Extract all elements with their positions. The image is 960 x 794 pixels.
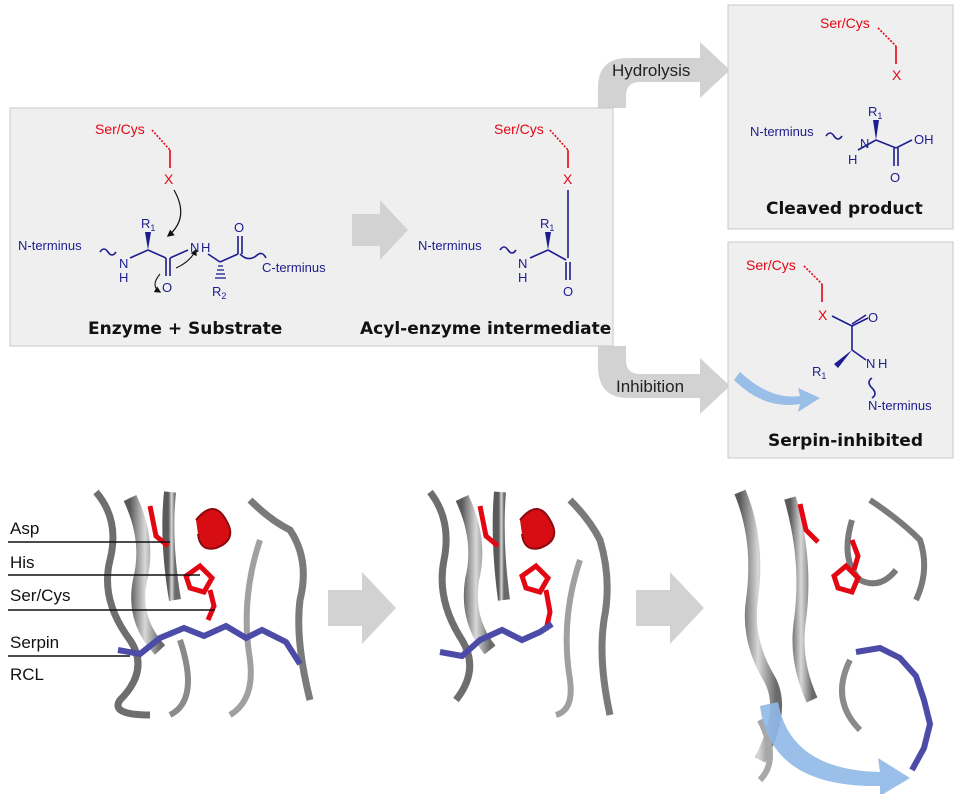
label-rcl: RCL [10,665,44,684]
o-label-4: O [868,310,878,325]
n-terminus-label-3: N-terminus [750,124,814,139]
r1-label: R1 [141,216,155,233]
protein-structure-2 [427,489,614,718]
carbonyl-o-label-2: O [563,284,573,299]
r1-label-4: R1 [812,364,826,381]
amide-h-label: H [201,240,210,255]
arrow-to-acyl-enzyme [352,200,408,260]
arrow-bottom-1 [328,572,396,644]
curved-arrow-small [734,372,820,412]
n-terminus-label: N-terminus [18,238,82,253]
panel-serpin-inhibited [727,241,954,459]
caption-acyl-enzyme: Acyl-enzyme intermediate [360,319,611,339]
c-terminus-label: C-terminus [262,260,326,275]
panel-cleaved-product [727,4,954,230]
hydrolysis-arrow [598,42,730,108]
ketone-o-label: O [234,220,244,235]
x-label-2: X [563,171,573,187]
oh-label: OH [914,132,934,147]
nh-h-label-3: H [848,152,857,167]
inhibition-arrow [598,346,730,414]
nh-n-label: N [119,256,128,271]
n-terminus-label-2: N-terminus [418,238,482,253]
label-his: His [10,553,35,572]
nh-n-label-2: N [518,256,527,271]
protein-structure-1 [93,489,314,719]
nh-n-label-3: N [860,136,869,151]
amide-n-label: N [190,240,199,255]
n-terminus-label-4: N-terminus [868,398,932,413]
acid-o-label: O [890,170,900,185]
ser-cys-label-2: Ser/Cys [494,121,544,137]
residue-labels [8,541,215,657]
r1-label-3: R1 [868,104,882,121]
ser-cys-label-3: Ser/Cys [820,15,870,31]
structure-cleaved-product: Ser/Cys X N-terminus N H R1 OH O [750,15,934,185]
label-ser-cys: Ser/Cys [10,586,70,605]
caption-serpin-inhibited: Serpin-inhibited [768,431,923,451]
caption-cleaved-product: Cleaved product [766,199,923,219]
r1-label-2: R1 [540,216,554,233]
x-label-4: X [818,307,828,323]
hydrolysis-label: Hydrolysis [612,61,690,80]
ser-cys-label-4: Ser/Cys [746,257,796,273]
structure-acyl-enzyme: Ser/Cys X N-terminus N H R1 O [418,121,573,299]
x-label-3: X [892,67,902,83]
arrow-bottom-2 [636,572,704,644]
nh-n-label-4: N [866,356,875,371]
r2-label: R2 [212,284,226,301]
inhibition-label: Inhibition [616,377,684,396]
panel-enzyme-substrate-acyl [9,107,614,347]
nh-h-label-2: H [518,270,527,285]
nh-h-label: H [119,270,128,285]
ser-cys-label: Ser/Cys [95,121,145,137]
protein-structure-3 [734,489,934,794]
x-label: X [164,171,174,187]
label-asp: Asp [10,519,39,538]
curved-arrow-large [760,702,910,794]
carbonyl-o-label: O [162,280,172,295]
structure-serpin-inhibited: Ser/Cys X O R1 N H N-terminus [734,257,932,413]
nh-h-label-4: H [878,356,887,371]
label-serpin: Serpin [10,633,59,652]
caption-enzyme-substrate: Enzyme + Substrate [88,319,282,339]
structure-enzyme-substrate: Ser/Cys X N-terminus N H R1 O [18,121,326,301]
